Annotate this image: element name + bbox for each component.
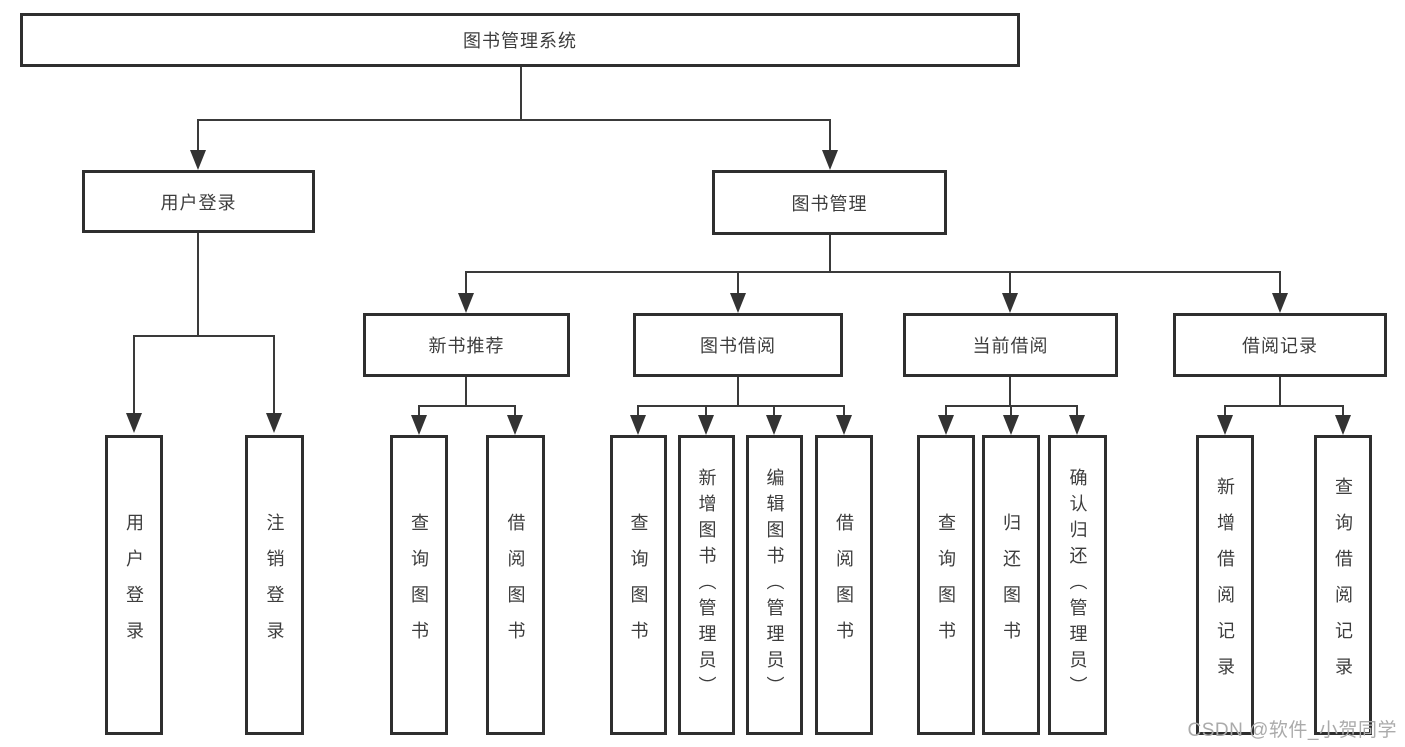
node-current-borrow-label: 当前借阅 bbox=[972, 336, 1049, 356]
leaf-current-return: 归还图书 bbox=[982, 435, 1040, 735]
leaf-current-confirm-label: 确认归还（管理员） bbox=[1067, 468, 1088, 702]
leaf-borrow-add: 新增图书（管理员） bbox=[678, 435, 735, 735]
node-new-book-recommend: 新书推荐 bbox=[363, 313, 570, 377]
leaf-current-confirm: 确认归还（管理员） bbox=[1048, 435, 1107, 735]
arrow-down-icon bbox=[1272, 293, 1288, 313]
leaf-records-query-label: 查询借阅记录 bbox=[1333, 477, 1353, 693]
connector-line bbox=[197, 233, 199, 337]
arrow-down-icon bbox=[630, 415, 646, 435]
connector-line bbox=[418, 405, 516, 407]
node-root-label: 图书管理系统 bbox=[463, 31, 577, 51]
csdn-watermark: CSDN @软件_小贺同学 bbox=[1187, 720, 1397, 741]
arrow-down-icon bbox=[1002, 293, 1018, 313]
connector-line bbox=[1076, 405, 1078, 417]
connector-line bbox=[133, 335, 275, 337]
leaf-borrow-edit-label: 编辑图书（管理员） bbox=[764, 468, 785, 702]
node-book-borrow: 图书借阅 bbox=[633, 313, 843, 377]
node-current-borrow: 当前借阅 bbox=[903, 313, 1118, 377]
arrow-down-icon bbox=[411, 415, 427, 435]
leaf-logout: 注销登录 bbox=[245, 435, 304, 735]
leaf-current-return-label: 归还图书 bbox=[1001, 513, 1021, 657]
connector-line bbox=[465, 377, 467, 407]
arrow-down-icon bbox=[766, 415, 782, 435]
arrow-down-icon bbox=[1003, 415, 1019, 435]
connector-line bbox=[773, 405, 775, 417]
connector-line bbox=[418, 405, 420, 417]
leaf-records-query: 查询借阅记录 bbox=[1314, 435, 1372, 735]
node-user-login: 用户登录 bbox=[82, 170, 315, 233]
leaf-newbook-borrow: 借阅图书 bbox=[486, 435, 545, 735]
connector-line bbox=[520, 67, 522, 120]
connector-line bbox=[133, 335, 135, 415]
connector-line bbox=[273, 335, 275, 415]
arrow-down-icon bbox=[458, 293, 474, 313]
connector-line bbox=[1224, 405, 1344, 407]
leaf-user-login-label: 用户登录 bbox=[124, 513, 144, 657]
leaf-current-query-label: 查询图书 bbox=[936, 513, 956, 657]
leaf-records-add-label: 新增借阅记录 bbox=[1215, 477, 1235, 693]
connector-line bbox=[829, 235, 831, 273]
connector-line bbox=[514, 405, 516, 417]
leaf-borrow-query-label: 查询图书 bbox=[628, 513, 649, 657]
leaf-borrow-borrow-label: 借阅图书 bbox=[834, 513, 854, 657]
arrow-down-icon bbox=[190, 150, 206, 170]
leaf-user-login: 用户登录 bbox=[105, 435, 163, 735]
leaf-records-add: 新增借阅记录 bbox=[1196, 435, 1254, 735]
leaf-logout-label: 注销登录 bbox=[264, 513, 285, 657]
connector-line bbox=[705, 405, 707, 417]
connector-line bbox=[843, 405, 845, 417]
leaf-borrow-query: 查询图书 bbox=[610, 435, 667, 735]
connector-line bbox=[737, 271, 739, 295]
connector-line bbox=[1224, 405, 1226, 417]
connector-line bbox=[197, 119, 199, 152]
connector-line bbox=[829, 119, 831, 152]
leaf-borrow-edit: 编辑图书（管理员） bbox=[746, 435, 803, 735]
arrow-down-icon bbox=[822, 150, 838, 170]
connector-line bbox=[737, 377, 739, 407]
node-borrow-records: 借阅记录 bbox=[1173, 313, 1387, 377]
connector-line bbox=[1009, 271, 1011, 295]
leaf-newbook-query: 查询图书 bbox=[390, 435, 448, 735]
node-book-management: 图书管理 bbox=[712, 170, 947, 235]
leaf-newbook-query-label: 查询图书 bbox=[409, 513, 429, 657]
connector-line bbox=[465, 271, 1281, 273]
arrow-down-icon bbox=[126, 413, 142, 433]
connector-line bbox=[197, 119, 831, 121]
arrow-down-icon bbox=[1217, 415, 1233, 435]
connector-line bbox=[1010, 405, 1012, 417]
connector-line bbox=[637, 405, 845, 407]
node-new-book-recommend-label: 新书推荐 bbox=[428, 336, 505, 356]
node-user-login-label: 用户登录 bbox=[160, 192, 237, 213]
arrow-down-icon bbox=[836, 415, 852, 435]
arrow-down-icon bbox=[1335, 415, 1351, 435]
node-root: 图书管理系统 bbox=[20, 13, 1020, 67]
arrow-down-icon bbox=[730, 293, 746, 313]
node-book-management-label: 图书管理 bbox=[791, 193, 868, 214]
connector-line bbox=[465, 271, 467, 295]
connector-line bbox=[1279, 271, 1281, 295]
leaf-newbook-borrow-label: 借阅图书 bbox=[505, 513, 526, 657]
leaf-borrow-add-label: 新增图书（管理员） bbox=[696, 468, 717, 702]
connector-line bbox=[945, 405, 947, 417]
connector-line bbox=[1279, 377, 1281, 407]
arrow-down-icon bbox=[266, 413, 282, 433]
connector-line bbox=[1342, 405, 1344, 417]
arrow-down-icon bbox=[938, 415, 954, 435]
leaf-current-query: 查询图书 bbox=[917, 435, 975, 735]
arrow-down-icon bbox=[698, 415, 714, 435]
arrow-down-icon bbox=[507, 415, 523, 435]
node-book-borrow-label: 图书借阅 bbox=[700, 336, 776, 356]
arrow-down-icon bbox=[1069, 415, 1085, 435]
connector-line bbox=[637, 405, 639, 417]
node-borrow-records-label: 借阅记录 bbox=[1242, 336, 1318, 356]
leaf-borrow-borrow: 借阅图书 bbox=[815, 435, 873, 735]
connector-line bbox=[1009, 377, 1011, 407]
